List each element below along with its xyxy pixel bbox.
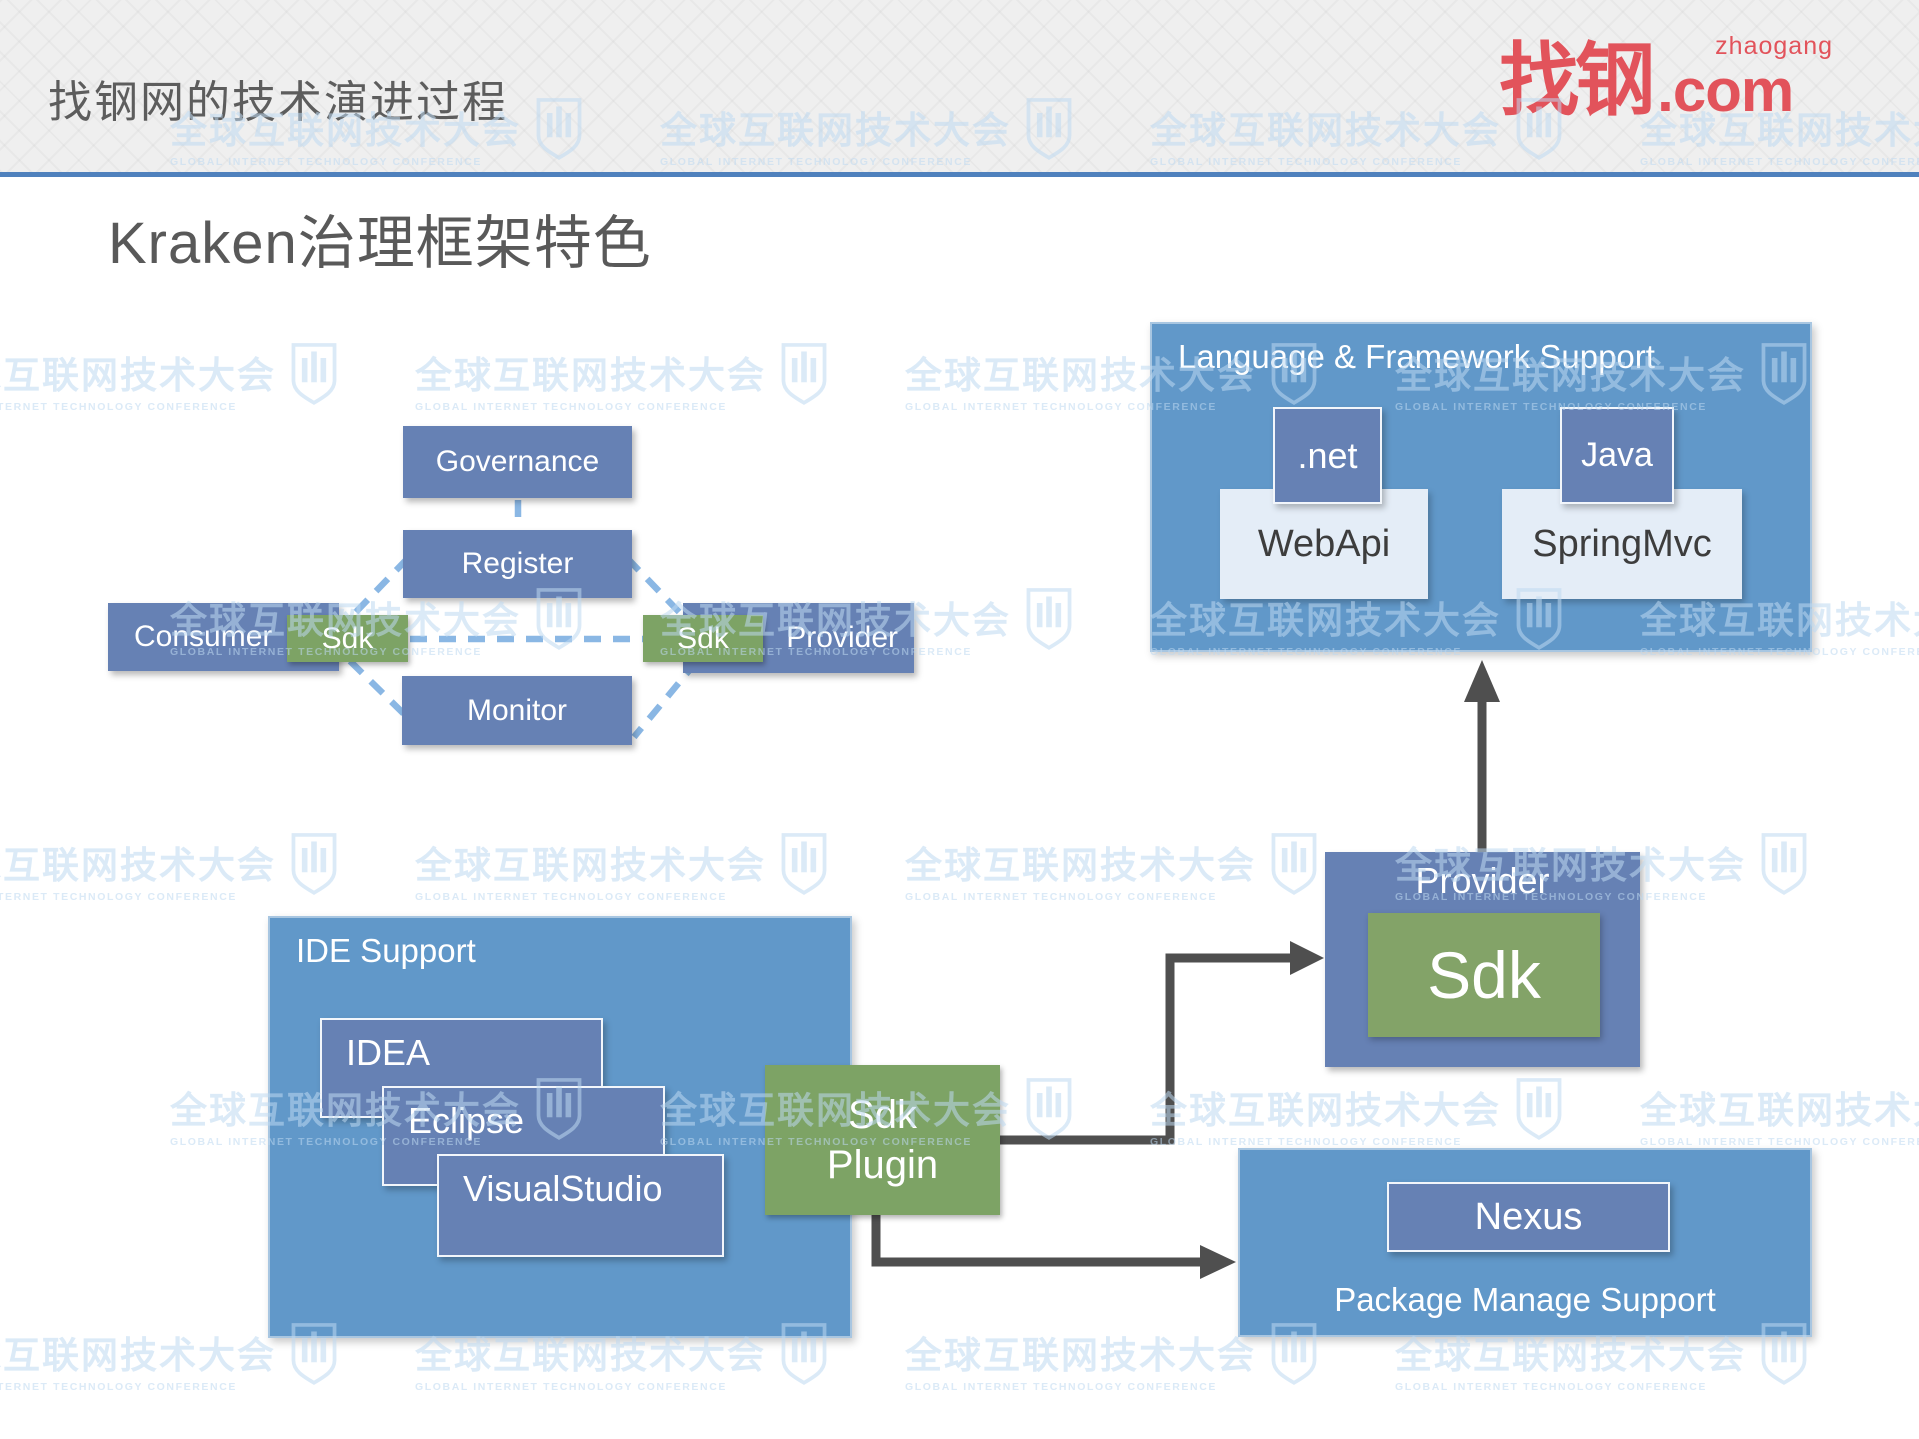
governance-node: Governance bbox=[403, 426, 632, 498]
provider-sdk-node: Sdk bbox=[643, 615, 763, 662]
dashed-link-register-sdkright bbox=[624, 555, 686, 619]
register-node: Register bbox=[403, 530, 632, 598]
arrowhead-plugin-to-package bbox=[1200, 1245, 1236, 1279]
language-framework-title: Language & Framework Support bbox=[1178, 338, 1655, 375]
arrow-plugin-to-package bbox=[871, 1212, 1200, 1267]
dotnet-box: .net bbox=[1273, 407, 1382, 504]
provider-panel-title: Provider bbox=[1415, 860, 1550, 901]
webapi-box: WebApi bbox=[1220, 489, 1428, 599]
dashed-link-sdkleft-monitor bbox=[347, 658, 407, 717]
logo-com-text: .com bbox=[1657, 57, 1794, 124]
nexus-box: Nexus bbox=[1387, 1182, 1670, 1252]
dashed-link-sdkright-monitor bbox=[631, 658, 700, 740]
arrowhead-plugin-to-provider bbox=[1290, 941, 1324, 975]
slide-header-title: 找钢网的技术演进过程 bbox=[48, 78, 508, 127]
package-panel-title: Package Manage Support bbox=[1334, 1281, 1716, 1318]
logo-com-wrap: zhaogang .com bbox=[1657, 34, 1833, 121]
dashed-link-register-sdkleft bbox=[349, 555, 411, 619]
consumer-sdk-node: Sdk bbox=[287, 615, 408, 662]
ide-support-title: IDE Support bbox=[296, 932, 476, 969]
java-box: Java bbox=[1560, 407, 1674, 504]
page-heading: Kraken治理框架特色 bbox=[108, 211, 652, 276]
visualstudio-box: VisualStudio bbox=[437, 1154, 724, 1257]
monitor-node: Monitor bbox=[402, 676, 632, 745]
arrow-plugin-to-provider bbox=[998, 953, 1290, 1145]
sdk-plugin-line2: Plugin bbox=[826, 1143, 939, 1187]
zhaogang-logo: 找钢 zhaogang .com bbox=[1499, 34, 1833, 121]
package-panel: Nexus Package Manage Support bbox=[1238, 1148, 1812, 1337]
header-strip: 找钢网的技术演进过程 找钢 zhaogang .com bbox=[0, 0, 1919, 177]
language-framework-panel: Language & Framework Support WebApi .net… bbox=[1150, 322, 1812, 652]
provider-sdk-box: Sdk bbox=[1368, 913, 1600, 1037]
provider-panel: Provider Sdk bbox=[1325, 852, 1640, 1067]
sdk-plugin-line1: Sdk bbox=[848, 1093, 917, 1137]
arrowhead-provider-to-language bbox=[1464, 660, 1500, 702]
sdk-plugin-box: Sdk Plugin bbox=[765, 1065, 1000, 1215]
logo-pinyin-text: zhaogang bbox=[1715, 32, 1833, 60]
springmvc-box: SpringMvc bbox=[1502, 489, 1742, 599]
logo-cn-text: 找钢 bbox=[1499, 36, 1655, 125]
